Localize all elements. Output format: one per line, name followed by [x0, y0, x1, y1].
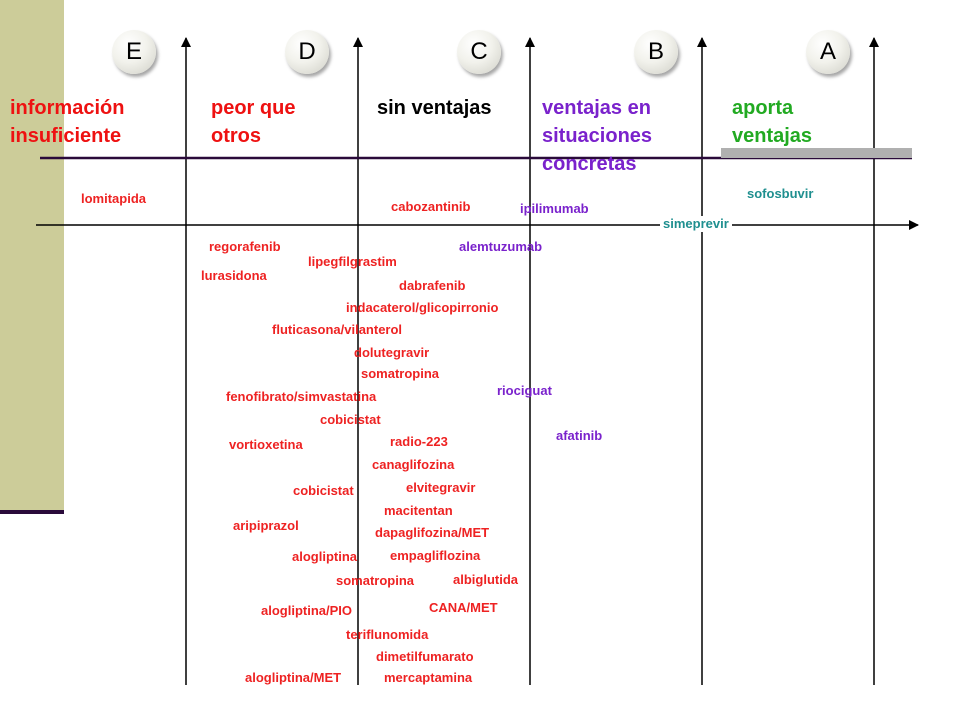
header-c: sin ventajas — [377, 97, 492, 119]
drug-label: sofosbuvir — [747, 186, 814, 201]
header-b: ventajas en situaciones concretas — [542, 97, 653, 175]
drug-label: elvitegravir — [406, 480, 476, 495]
left-sidebar-bar — [0, 0, 64, 512]
drug-label: alemtuzumab — [459, 239, 543, 254]
drug-label: alogliptina/PIO — [261, 603, 353, 618]
drug-label: fenofibrato/simvastatina — [226, 389, 377, 404]
drug-label: dolutegravir — [354, 345, 430, 360]
drug-label: macitentan — [384, 503, 453, 518]
drug-label: alogliptina/MET — [245, 670, 342, 685]
drug-label: CANA/MET — [429, 600, 498, 615]
drug-label: cobicistat — [293, 483, 354, 498]
drug-label: dabrafenib — [399, 278, 466, 293]
drug-label: lipegfilgrastim — [308, 254, 397, 269]
category-circle-a: A — [806, 30, 850, 74]
category-circle-e: E — [112, 30, 156, 74]
category-circle-c: C — [457, 30, 501, 74]
drug-label: teriflunomida — [346, 627, 429, 642]
drug-label: afatinib — [556, 428, 603, 443]
highlight-bar — [721, 148, 912, 158]
drug-label: mercaptamina — [384, 670, 473, 685]
header-e: información insuficiente — [10, 97, 125, 147]
drug-label: albiglutida — [453, 572, 518, 587]
drug-label: somatropina — [361, 366, 440, 381]
category-circle-d: D — [285, 30, 329, 74]
drug-label: alogliptina — [292, 549, 357, 564]
drug-label: vortioxetina — [229, 437, 303, 452]
sidebar-edge-line — [0, 510, 64, 514]
header-a: aporta ventajas — [732, 97, 813, 147]
drug-label: radio-223 — [390, 434, 448, 449]
drug-label: lomitapida — [81, 191, 147, 206]
drug-label: ipilimumab — [520, 201, 589, 216]
header-d: peor que otros — [211, 97, 296, 147]
drug-label: regorafenib — [209, 239, 281, 254]
drug-label: indacaterol/glicopirronio — [346, 300, 499, 315]
drug-label: fluticasona/vilanterol — [272, 322, 403, 337]
drug-label: canaglifozina — [372, 457, 455, 472]
drug-label: dimetilfumarato — [376, 649, 474, 664]
drug-label: somatropina — [336, 573, 415, 588]
drug-label: cabozantinib — [391, 199, 471, 214]
drug-label: lurasidona — [201, 268, 267, 283]
drug-label: aripiprazol — [233, 518, 299, 533]
category-circle-b: B — [634, 30, 678, 74]
drug-label: riociguat — [497, 383, 552, 398]
drug-label: simeprevir — [660, 216, 732, 232]
drug-label: cobicistat — [320, 412, 381, 427]
drug-label: empagliflozina — [390, 548, 481, 563]
drug-label: dapaglifozina/MET — [375, 525, 490, 540]
